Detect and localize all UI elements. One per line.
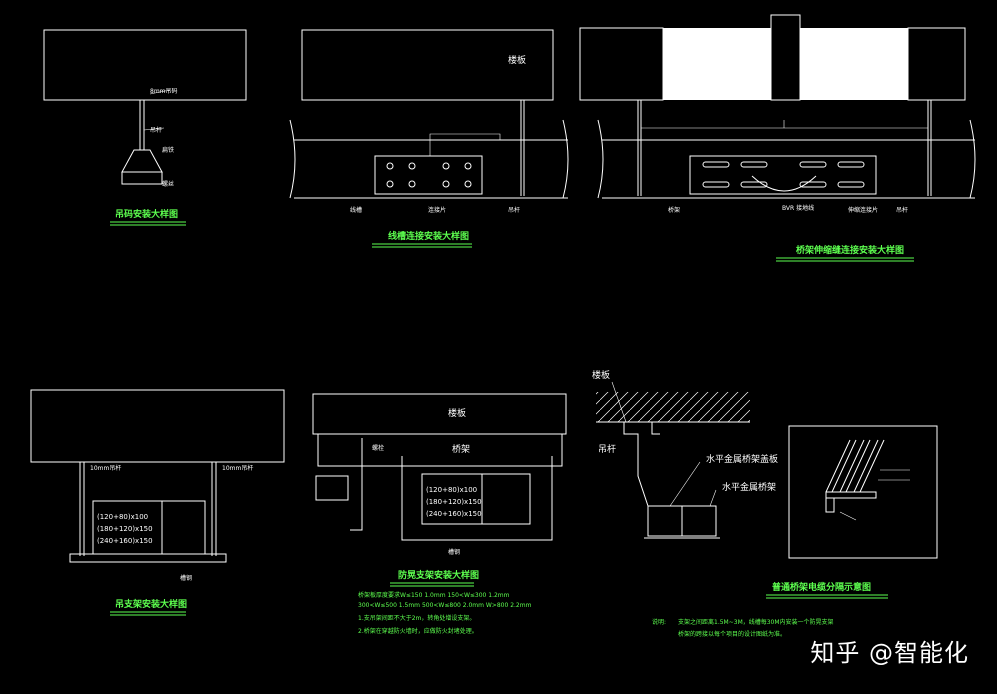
p6-label-cover: 水平金属桥架盖板: [706, 453, 778, 465]
panel-expansion-joint: 桥架 伸缩连接片 吊杆 BVR 接地线 桥架伸缩缝连接安装大样图: [579, 14, 976, 262]
p2-label-rod: 吊杆: [508, 206, 520, 214]
p5-size-1: (120+80)x100: [426, 486, 477, 494]
tray-section-5: [421, 473, 531, 525]
p5-label-channel: 槽钢: [448, 548, 460, 556]
p6-title: 普通桥架电缆分隔示意图: [772, 581, 871, 593]
p4-label-channel: 槽钢: [180, 574, 192, 582]
p1-label-a: 8mm吊码: [150, 87, 178, 95]
slab-2: [301, 29, 554, 101]
tray-top-5: [317, 433, 563, 467]
p2-label-tray: 线槽: [350, 206, 362, 214]
p5-label-slab: 楼板: [448, 407, 466, 419]
p5-note-3: 1.支吊架间距不大于2m，转角处增设支架。: [358, 614, 475, 622]
p2-title: 线槽连接安装大样图: [388, 230, 469, 242]
connector-plate: [374, 155, 483, 195]
clip-base: [121, 171, 163, 185]
gap-3a: [663, 28, 771, 100]
p3-label-rod: 吊杆: [896, 206, 908, 214]
p4-size-1: (120+80)x100: [97, 513, 148, 521]
slab-3b: [907, 27, 966, 101]
sway-frame: [401, 456, 553, 541]
ground-wire: [751, 175, 817, 192]
watermark: 知乎 @智能化: [810, 639, 969, 667]
panel-anti-sway: 楼板 桥架 (120+80)x100 (180+120)x150 (240+16…: [312, 393, 567, 635]
p5-size-3: (240+160)x150: [426, 510, 482, 518]
p3-title: 桥架伸缩缝连接安装大样图: [796, 244, 904, 256]
gap-3b: [800, 28, 908, 100]
detail-cross-section: [825, 439, 910, 521]
p3-label-wire: BVR 接地线: [782, 204, 814, 212]
p4-title: 吊支架安装大样图: [115, 598, 187, 610]
p6-label-tray: 水平金属桥架: [722, 481, 776, 493]
slab-4: [30, 389, 285, 463]
p5-note-1: 桥架板厚度要求W≤150 1.0mm 150<W≤300 1.2mm: [358, 591, 510, 599]
p2-label-slab: 楼板: [508, 54, 526, 66]
p2-label-plate: 连接片: [428, 206, 446, 214]
slot-holes: [702, 161, 865, 188]
slab-5: [312, 393, 567, 435]
panel-hanger-support: 10mm吊杆 10mm吊杆 槽钢 (120+80)x100 (180+120)x…: [30, 389, 285, 616]
bolt-grid: [386, 162, 472, 188]
p5-label-tray: 桥架: [452, 443, 470, 455]
panel-hanger-clip: 8mm吊码 吊杆 扁铁 螺丝 吊码安装大样图: [43, 29, 247, 226]
p6-note-2: 桥架的跨接以每个项目的设计图纸为准。: [678, 630, 786, 638]
detail-box: [788, 425, 938, 559]
rod-6: [623, 422, 649, 507]
slab-3a: [579, 27, 664, 101]
p5-label-bolt: 螺栓: [372, 444, 384, 452]
p5-size-2: (180+120)x150: [426, 498, 482, 506]
p1-title: 吊码安装大样图: [115, 208, 178, 220]
p1-label-c: 扁铁: [162, 146, 174, 154]
panel-cable-separation: 楼板 吊杆 水平金属桥架盖板 水平金属桥架 普通桥架电缆分隔示意图 说明:: [592, 369, 938, 638]
p4-size-2: (180+120)x150: [97, 525, 153, 533]
p4-label-rod-a: 10mm吊杆: [90, 464, 121, 472]
expansion-plate: [689, 155, 877, 195]
expansion-joint: [770, 14, 801, 101]
p3-label-tray: 桥架: [668, 206, 680, 214]
panel-tray-connection: 楼板 连接片 线槽 吊杆 线槽连接安装大样图: [289, 29, 569, 248]
p6-note-prefix: 说明:: [652, 618, 666, 626]
p5-title: 防晃支架安装大样图: [398, 569, 479, 581]
p5-note-4: 2.桥架在穿越防火墙时，应做防火封堵处理。: [358, 627, 478, 635]
clip-body: [121, 149, 163, 173]
p1-label-b: 吊杆: [150, 126, 162, 134]
p4-label-rod-b: 10mm吊杆: [222, 464, 253, 472]
slab-1-outline: [43, 29, 247, 101]
p6-label-slab: 楼板: [592, 369, 610, 381]
slab-1: [43, 29, 247, 101]
p6-label-rod: 吊杆: [598, 443, 616, 455]
channel-steel-4: [69, 553, 227, 563]
slab-6-hatch: [596, 392, 750, 422]
p3-label-plate: 伸缩连接片: [848, 206, 878, 214]
p5-note-2: 300<W≤500 1.5mm 500<W≤800 2.0mm W>800 2.…: [358, 602, 532, 609]
p4-size-3: (240+160)x150: [97, 537, 153, 545]
p1-label-d: 螺丝: [162, 180, 174, 188]
p6-note-1: 支架之间距离1.5M~3M，线槽每30M内安装一个防晃支架: [678, 618, 834, 626]
